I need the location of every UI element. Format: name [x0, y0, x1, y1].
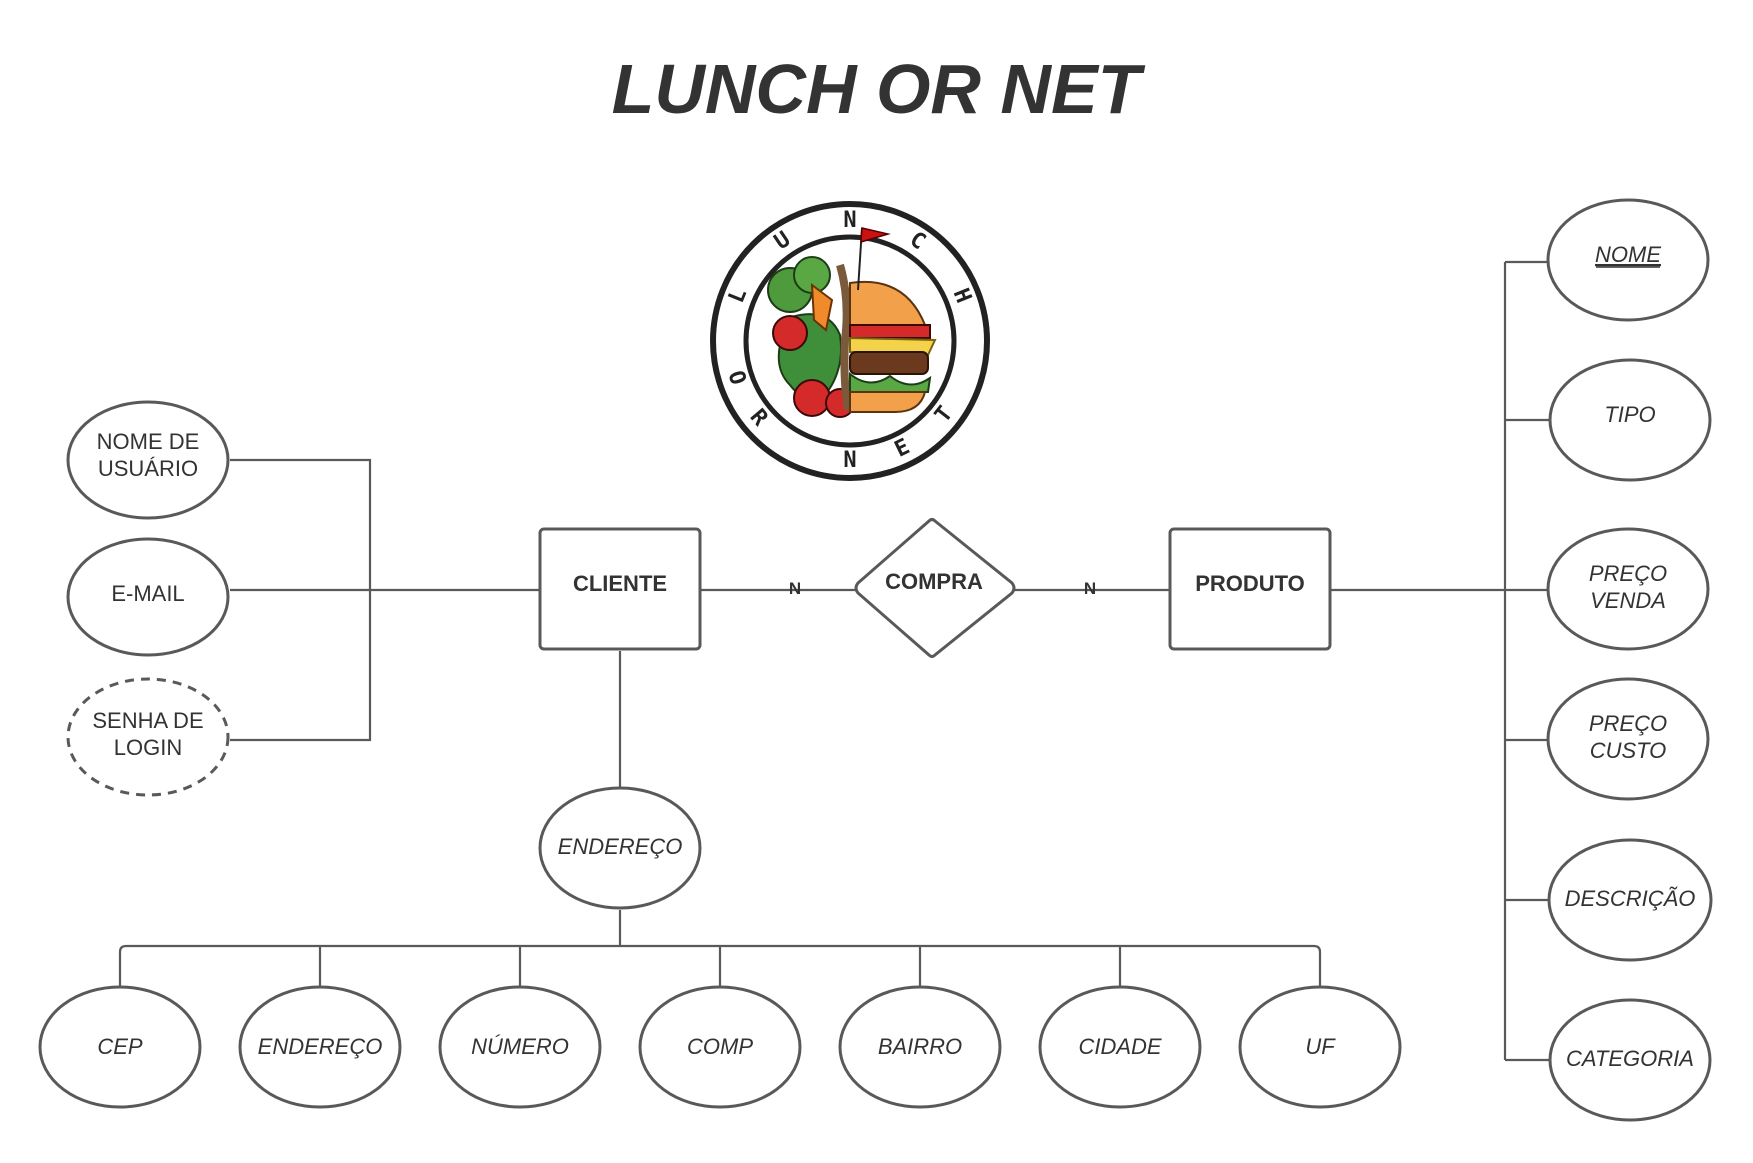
attr-label: ENDEREÇO — [558, 834, 683, 859]
attr-label: ENDEREÇO — [258, 1034, 383, 1059]
attr-cidade[interactable]: CIDADE — [1038, 985, 1202, 1109]
attr-label: COMP — [687, 1034, 753, 1059]
attr-label: VENDA — [1590, 588, 1666, 613]
endereco-child-attributes: CEP ENDEREÇO NÚMERO COMP BAIRRO CIDADE U… — [38, 985, 1402, 1109]
flag-icon — [860, 227, 891, 244]
attr-label: SENHA DE — [92, 708, 203, 733]
produto-attr-branches — [1505, 260, 1550, 1062]
attr-label: CEP — [97, 1034, 143, 1059]
attr-label: CUSTO — [1590, 738, 1667, 763]
entity-produto[interactable]: PRODUTO — [1168, 527, 1332, 651]
attr-e-mail[interactable]: E-MAIL — [66, 537, 230, 657]
cardinality-left: N — [789, 579, 801, 598]
relationship-compra[interactable]: COMPRA — [854, 518, 1016, 658]
entity-label: CLIENTE — [573, 571, 667, 596]
produto-attributes: NOME TIPO PREÇO VENDA PREÇO CUSTO DESCRI… — [1546, 198, 1713, 1122]
attr-label: CIDADE — [1078, 1034, 1161, 1059]
attr-label: TIPO — [1604, 402, 1655, 427]
cardinality-right: N — [1084, 579, 1096, 598]
entity-cliente[interactable]: CLIENTE — [538, 527, 702, 651]
attr-preco-venda[interactable]: PREÇO VENDA — [1546, 527, 1710, 651]
salad-icon — [767, 256, 855, 418]
attr-tipo[interactable]: TIPO — [1548, 358, 1712, 482]
attr-label: PREÇO — [1589, 561, 1667, 586]
logo-ring-letter: N — [843, 208, 856, 233]
attr-descricao[interactable]: DESCRIÇÃO — [1547, 838, 1713, 962]
attr-label: DESCRIÇÃO — [1565, 886, 1696, 911]
attr-endereco[interactable]: ENDEREÇO — [538, 786, 702, 910]
attr-endereco-logradouro[interactable]: ENDEREÇO — [238, 985, 402, 1109]
attr-comp[interactable]: COMP — [638, 985, 802, 1109]
attr-label: BAIRRO — [878, 1034, 962, 1059]
attr-label: PREÇO — [1589, 711, 1667, 736]
attr-categoria[interactable]: CATEGORIA — [1548, 998, 1712, 1122]
attr-label: CATEGORIA — [1566, 1046, 1694, 1071]
attr-bairro[interactable]: BAIRRO — [838, 985, 1002, 1109]
attr-nome-de-usuario[interactable]: NOME DE USUÁRIO — [66, 400, 230, 520]
attr-label: NÚMERO — [471, 1034, 569, 1059]
endereco-children-drops — [318, 946, 1122, 986]
cliente-attributes: NOME DE USUÁRIO E-MAIL SENHA DE LOGIN — [66, 400, 230, 797]
attr-cep[interactable]: CEP — [38, 985, 202, 1109]
attr-label-key: NOME — [1595, 242, 1661, 267]
entity-label: PRODUTO — [1195, 571, 1305, 596]
attr-nome[interactable]: NOME — [1546, 198, 1710, 322]
attr-preco-custo[interactable]: PREÇO CUSTO — [1546, 677, 1710, 801]
attr-label: UF — [1305, 1034, 1336, 1059]
connector-lines — [118, 260, 1550, 1062]
diagram-title: LUNCH OR NET — [612, 50, 1146, 128]
relationship-label: COMPRA — [885, 569, 983, 594]
cliente-attr-bracket — [230, 458, 372, 742]
attr-label: NOME DE — [97, 429, 200, 454]
attr-label: USUÁRIO — [98, 456, 198, 481]
burger-icon — [849, 227, 937, 413]
attr-numero[interactable]: NÚMERO — [438, 985, 602, 1109]
attr-senha-de-login[interactable]: SENHA DE LOGIN — [66, 677, 230, 797]
attr-uf[interactable]: UF — [1238, 985, 1402, 1109]
attr-label: E-MAIL — [111, 581, 184, 606]
logo-ring-letter: N — [843, 448, 856, 473]
attr-label: LOGIN — [114, 735, 182, 760]
